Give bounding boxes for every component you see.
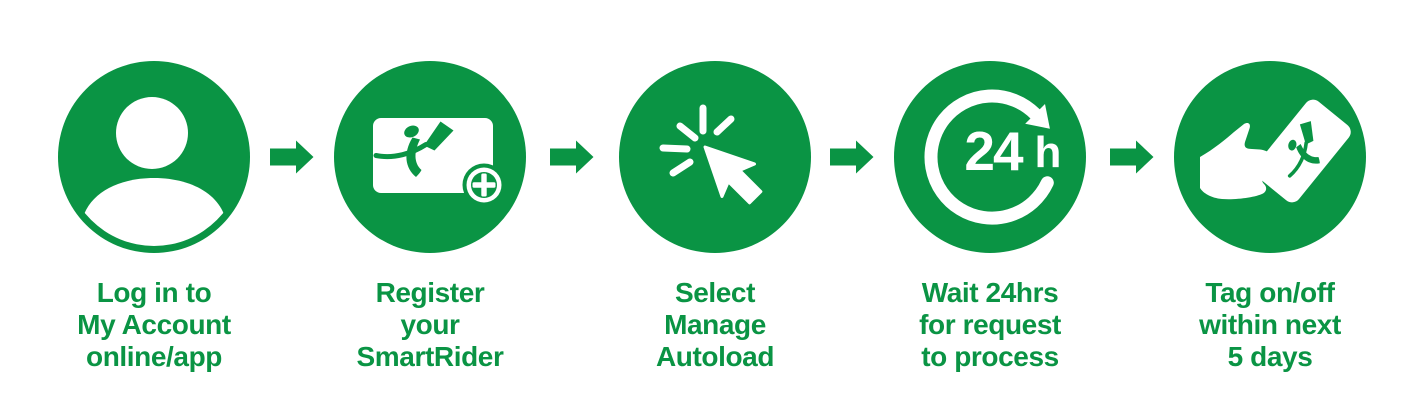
step-caption: Wait 24hrs for request to process xyxy=(919,277,1061,372)
cursor-click-icon xyxy=(619,61,811,253)
hand-shape xyxy=(1200,123,1277,200)
step-caption: Log in to My Account online/app xyxy=(77,277,231,372)
arrow-right-icon xyxy=(830,140,874,174)
card-add-icon xyxy=(334,61,526,253)
person-icon xyxy=(58,61,250,253)
step-caption: Tag on/off within next 5 days xyxy=(1199,277,1341,372)
plus-icon xyxy=(472,173,496,197)
smartrider-logo xyxy=(373,121,454,177)
arrow-right-icon xyxy=(550,140,594,174)
hours-label: 24 xyxy=(964,120,1024,182)
step-select-autoload: Select Manage Autoload xyxy=(595,61,835,373)
arrow-right-icon xyxy=(270,140,314,174)
clock-24h-icon: 24 h xyxy=(894,61,1086,253)
step-caption: Register your SmartRider xyxy=(356,277,504,372)
hours-suffix-label: h xyxy=(1035,128,1062,177)
step-login: Log in to My Account online/app xyxy=(34,61,274,373)
step-register: Register your SmartRider xyxy=(310,61,550,373)
step-wait-24hrs: 24 h Wait 24hrs for request to process xyxy=(870,61,1110,373)
arrow-right-icon xyxy=(1110,140,1154,174)
step-tag-on-off: Tag on/off within next 5 days xyxy=(1150,61,1390,373)
step-caption: Select Manage Autoload xyxy=(655,277,775,372)
tap-card-icon xyxy=(1174,61,1366,253)
